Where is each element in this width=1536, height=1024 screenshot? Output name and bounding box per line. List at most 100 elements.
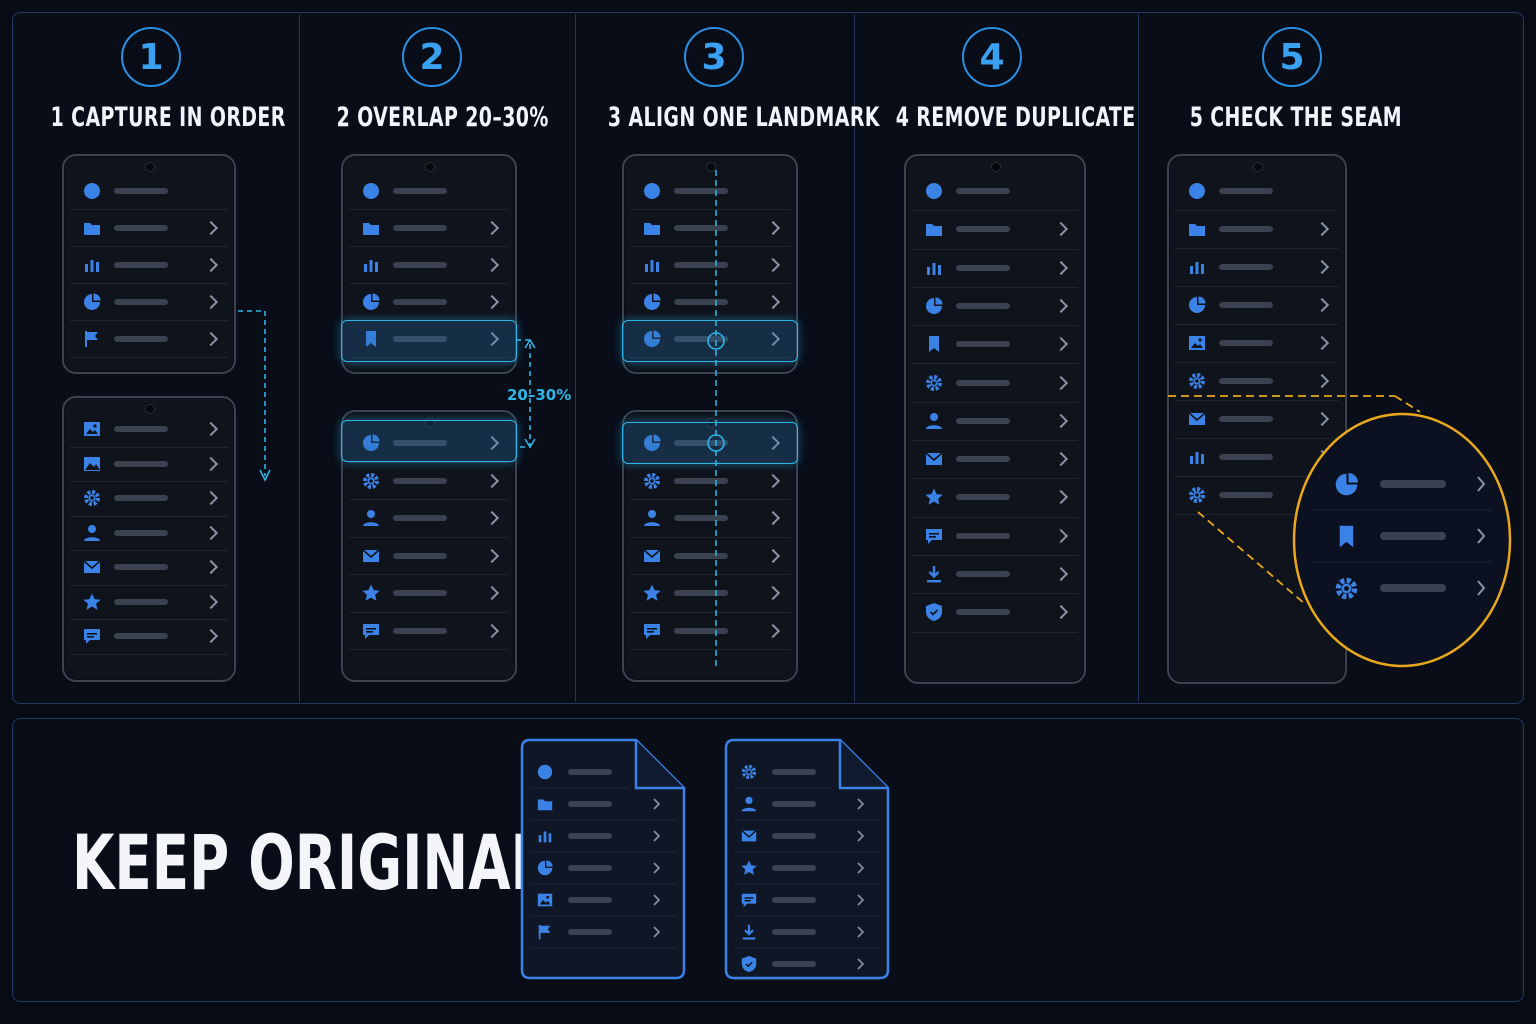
landmark-highlight xyxy=(622,320,798,362)
list-item xyxy=(630,574,790,613)
person-icon xyxy=(924,411,944,431)
list-item xyxy=(349,537,509,575)
chevron-right-icon xyxy=(1314,335,1330,351)
step-number-5: 5 xyxy=(1262,27,1322,87)
chevron-right-icon xyxy=(653,894,661,906)
bookmark-icon xyxy=(929,336,939,353)
overlap-percent-label: 20–30% xyxy=(507,386,572,404)
chevron-right-icon xyxy=(203,490,219,506)
chat-icon xyxy=(924,526,944,546)
chevron-right-icon xyxy=(1053,260,1069,275)
star-icon xyxy=(924,487,944,507)
original-file-2 xyxy=(724,738,890,981)
list-item xyxy=(70,246,228,284)
column-divider xyxy=(575,14,576,702)
chevron-right-icon xyxy=(1053,222,1069,237)
text-placeholder-bar xyxy=(393,515,447,521)
chevron-right-icon xyxy=(1053,413,1069,428)
chevron-right-icon xyxy=(857,926,865,938)
text-placeholder-bar xyxy=(1219,378,1273,384)
folder-icon xyxy=(361,218,381,238)
pie-chart-icon xyxy=(84,293,101,310)
bar-chart-icon xyxy=(361,255,381,275)
file-list-item xyxy=(530,764,628,789)
text-placeholder-bar xyxy=(674,188,728,194)
chevron-right-icon xyxy=(484,510,500,526)
gear-icon xyxy=(1187,485,1207,505)
person-icon xyxy=(82,523,102,543)
text-placeholder-bar xyxy=(114,495,168,501)
file-list-item xyxy=(734,860,880,885)
stitched-screenshot xyxy=(904,154,1086,684)
chat-icon xyxy=(84,629,100,644)
shield-icon xyxy=(926,603,942,622)
list-item xyxy=(912,555,1078,595)
bar-chart-icon xyxy=(82,255,102,275)
list-item xyxy=(630,424,790,463)
pie-chart-icon xyxy=(642,433,662,453)
pie-chart-icon xyxy=(926,297,943,314)
avatar-icon xyxy=(924,181,944,201)
camera-notch xyxy=(991,162,1001,172)
download-icon xyxy=(927,566,941,583)
folder-icon xyxy=(642,218,662,238)
chevron-right-icon xyxy=(765,257,781,273)
original-file-1 xyxy=(520,738,686,980)
phone-screenshot-2 xyxy=(62,396,236,682)
camera-notch xyxy=(145,162,155,172)
avatar-icon xyxy=(1187,181,1207,201)
text-placeholder-bar xyxy=(956,264,1010,271)
text-placeholder-bar xyxy=(674,627,728,634)
file-list-item xyxy=(530,893,676,917)
chevron-right-icon xyxy=(765,548,781,563)
flag-icon xyxy=(85,331,98,347)
phone-screenshot-2 xyxy=(622,410,798,682)
chevron-right-icon xyxy=(1314,373,1330,389)
list-item xyxy=(70,412,228,448)
star-icon xyxy=(361,583,381,603)
text-placeholder-bar xyxy=(772,801,816,807)
bar-chart-icon xyxy=(1190,452,1204,464)
list-item xyxy=(1175,400,1339,439)
flag-icon xyxy=(82,329,102,349)
chevron-right-icon xyxy=(765,473,781,488)
chevron-right-icon xyxy=(765,510,781,526)
star-icon xyxy=(362,584,380,601)
text-placeholder-bar xyxy=(956,302,1010,309)
list-item xyxy=(912,593,1078,633)
chevron-right-icon xyxy=(765,294,781,310)
list-item xyxy=(912,210,1078,250)
list-item xyxy=(630,462,790,500)
gear-icon xyxy=(1187,371,1207,391)
text-placeholder-bar xyxy=(674,515,728,521)
text-placeholder-bar xyxy=(393,188,447,194)
chevron-right-icon xyxy=(203,220,219,236)
chevron-right-icon xyxy=(1053,375,1069,390)
chevron-right-icon xyxy=(203,456,219,471)
list-item xyxy=(1175,172,1339,211)
chevron-right-icon xyxy=(765,220,781,236)
chevron-right-icon xyxy=(203,257,219,273)
list-item xyxy=(349,462,509,500)
bar-chart-icon xyxy=(642,255,662,275)
chat-icon xyxy=(363,623,379,639)
star-icon xyxy=(925,488,943,506)
chevron-right-icon xyxy=(1053,528,1069,543)
chevron-right-icon xyxy=(203,559,219,575)
text-placeholder-bar xyxy=(114,426,168,432)
file-list-item xyxy=(734,830,880,853)
image-icon xyxy=(1187,333,1207,353)
avatar-icon xyxy=(361,181,381,201)
list-item xyxy=(912,287,1078,327)
pie-chart-icon xyxy=(363,293,380,310)
person-icon xyxy=(926,412,942,429)
camera-notch xyxy=(425,418,435,428)
pie-chart-icon xyxy=(82,292,102,312)
step-number-4: 4 xyxy=(962,27,1022,87)
mail-icon xyxy=(642,546,662,566)
text-placeholder-bar xyxy=(393,627,447,634)
bar-chart-icon xyxy=(927,262,941,275)
text-placeholder-bar xyxy=(393,336,447,342)
file-list-item xyxy=(530,830,676,853)
text-placeholder-bar xyxy=(393,440,447,446)
